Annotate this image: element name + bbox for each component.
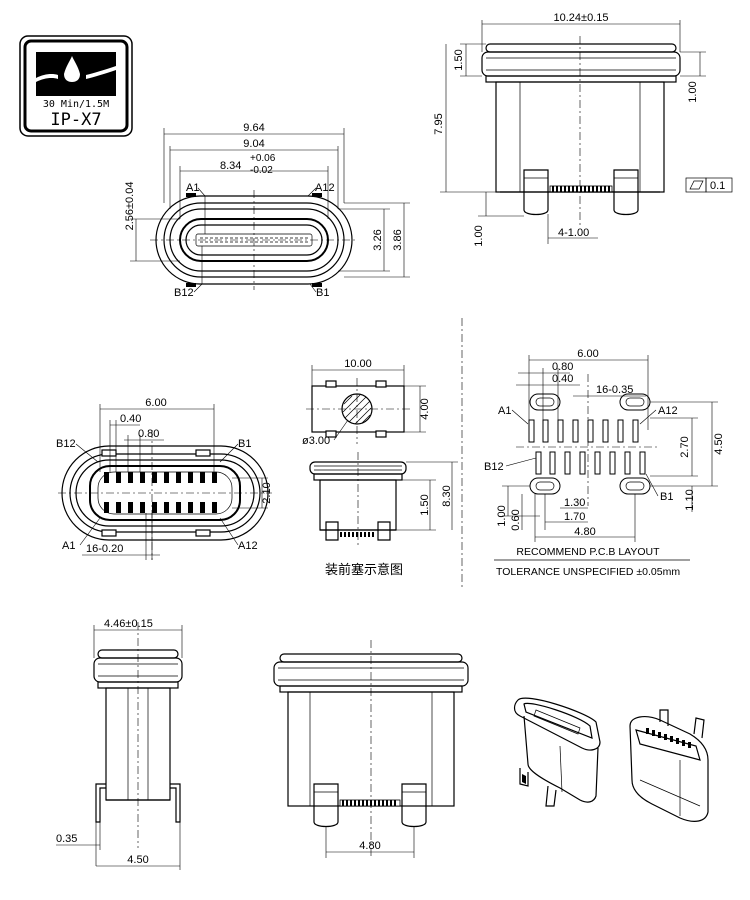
dim-9-64: 9.64 [243,122,264,134]
badge-depth-text: 30 Min/1.5M [43,99,109,110]
side-bottom-dim-4-50: 4.50 [127,854,148,866]
flatness-value: 0.1 [710,180,725,192]
pcb-dim-0-40: 0.40 [552,373,573,385]
pin-dim-2-10: 2.10 [261,482,273,503]
panel-dim-10-00: 10.00 [344,358,372,370]
pcb-dim-16-0-35: 16-0.35 [596,384,633,396]
flatness-callout: 0.1 [685,177,733,193]
dim-4-1-00: 4-1.00 [558,227,589,239]
dim-8-34: 8.34 [220,160,241,172]
front-bottom-dim-4-80: 4.80 [359,840,380,852]
water-drop-icon [64,56,80,82]
dim-8-34-plus: +0.06 [250,153,276,164]
dim-1-00-top: 1.00 [687,81,699,102]
pcb-title: RECOMMEND P.C.B LAYOUT [516,546,660,558]
pin-label-b1: B1 [238,438,251,450]
panel-dim-dia: ø3.00 [302,435,330,447]
pcb-dim-0-60: 0.60 [510,509,522,530]
pin-row-top [104,472,217,483]
pcb-dim-6-00: 6.00 [577,348,598,360]
label-b12: B12 [174,287,194,299]
pcb-pad-row-top [528,419,639,443]
side-top-pin-comb [549,185,613,193]
pin-dim-16-0-20: 16-0.20 [86,543,123,555]
label-a1: A1 [186,182,199,194]
pcb-dim-2-70: 2.70 [679,436,691,457]
pin-dim-0-80: 0.80 [138,428,159,440]
pin-dim-6-00: 6.00 [145,397,166,409]
side-view-bottom: 4.46±0.15 0.35 4.50 [56,618,183,870]
dim-7-95: 7.95 [433,113,445,134]
pcb-layout: 6.00 0.80 0.40 16-0.35 2.70 4.50 1.10 1.… [484,348,725,578]
badge-rating-text: IP-X7 [50,110,101,130]
pcb-dim-1-70: 1.70 [564,511,585,523]
dim-3-86: 3.86 [392,229,404,250]
pcb-dim-1-30: 1.30 [564,497,585,509]
panel-dim-1-50: 1.50 [419,494,431,515]
side-bottom-dim-4-46: 4.46±0.15 [104,618,153,630]
dim-2-56: 2.56±0.04 [124,182,136,231]
waterproof-badge: 30 Min/1.5M IP-X7 [19,35,133,137]
front-view-bottom: 4.80 [273,640,469,858]
pcb-dim-1-10: 1.10 [684,489,696,510]
pin-label-a1: A1 [62,540,75,552]
pin-dim-0-40: 0.40 [120,413,141,425]
side-view-top: 10.24±0.15 1.50 7.95 1.00 1.00 0.1 4-1.0… [433,12,733,247]
dim-1-50: 1.50 [453,49,465,70]
pcb-label-a1: A1 [498,405,511,417]
pin-row-bottom [104,502,217,513]
pcb-label-a12: A12 [658,405,678,417]
pcb-dim-4-50: 4.50 [713,433,725,454]
dim-10-24: 10.24±0.15 [554,12,609,24]
side-bottom-dim-0-35: 0.35 [56,833,77,845]
panel-dim-4-00: 4.00 [419,398,431,419]
dim-1-00-leg: 1.00 [473,225,485,246]
panel-caption: 装前塞示意图 [325,562,403,578]
front-view-top: 9.64 9.04 8.34 +0.06 -0.02 2.56±0.04 3.2… [124,122,410,299]
iso-view-2 [629,709,709,822]
pin-front-view: 6.00 0.40 0.80 2.10 16-0.20 B12 B1 A1 A1… [56,397,273,560]
dim-8-34-minus: -0.02 [250,165,273,176]
panel-cutout-view: 10.00 4.00 ø3.00 1.50 8.30 装前塞示意图 [302,358,458,578]
pin-label-a12: A12 [238,540,258,552]
pcb-dim-1-00: 1.00 [496,505,508,526]
pcb-label-b1: B1 [660,491,673,503]
pcb-dim-0-80: 0.80 [552,361,573,373]
dim-3-26: 3.26 [372,229,384,250]
pin-label-b12: B12 [56,438,76,450]
iso-view-1 [513,697,601,807]
label-a12: A12 [315,182,335,194]
label-b1: B1 [316,287,329,299]
pcb-pad-row-bottom [535,451,646,475]
pcb-tolerance: TOLERANCE UNSPECIFIED ±0.05mm [496,566,680,578]
panel-dim-8-30: 8.30 [441,485,453,506]
dim-9-04: 9.04 [243,138,264,150]
pcb-dim-4-80: 4.80 [574,526,595,538]
pcb-label-b12: B12 [484,461,504,473]
